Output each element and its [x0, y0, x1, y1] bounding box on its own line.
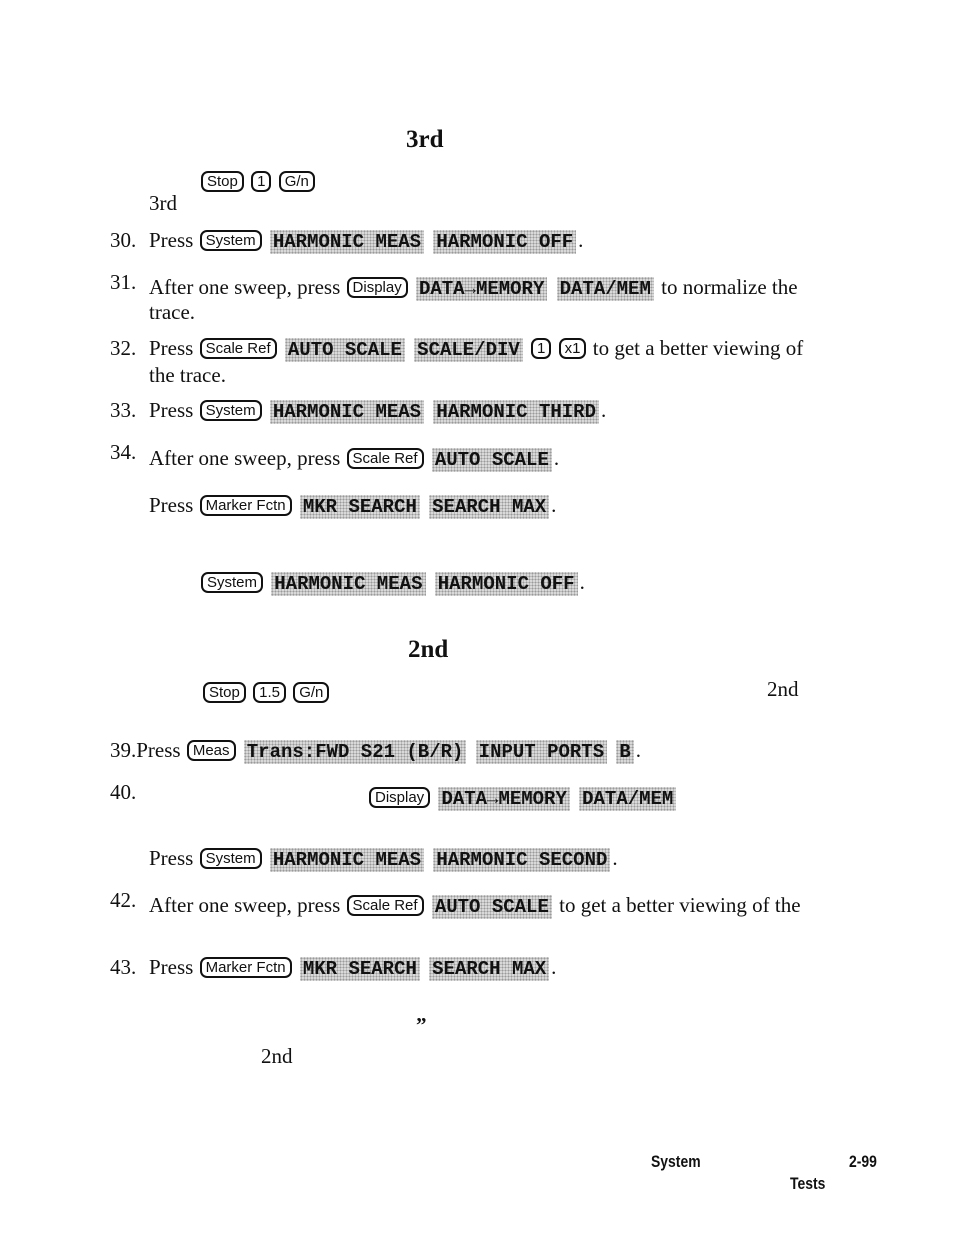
system-key[interactable]: System: [199, 848, 262, 869]
step-34-number: 34.: [110, 440, 137, 464]
system-key[interactable]: System: [199, 400, 262, 421]
data-div-mem-softkey[interactable]: DATA/MEM: [579, 787, 677, 811]
auto-scale-softkey[interactable]: AUTO SCALE: [284, 338, 405, 362]
step-31-lead: After one sweep, press: [149, 275, 341, 299]
step-31-number: 31.: [110, 270, 137, 294]
step-30: Press System HARMONIC MEAS HARMONIC OFF.: [149, 228, 583, 254]
one-key[interactable]: 1: [251, 171, 272, 192]
mkr-search-softkey[interactable]: MKR SEARCH: [299, 495, 420, 519]
step-32-number: 32.: [110, 336, 137, 360]
press-text: Press: [149, 955, 194, 979]
harmonic-meas-softkey[interactable]: HARMONIC MEAS: [271, 572, 426, 596]
data-div-mem-softkey[interactable]: DATA/MEM: [556, 277, 654, 301]
step-43: Press Marker Fctn MKR SEARCH SEARCH MAX.: [149, 955, 556, 981]
period: .: [553, 446, 560, 470]
step-32-line2: the trace.: [149, 363, 226, 387]
harmonic-meas-softkey[interactable]: HARMONIC MEAS: [269, 400, 425, 424]
step-34: After one sweep, press Scale Ref AUTO SC…: [149, 446, 559, 472]
step-37: System HARMONIC MEAS HARMONIC OFF.: [200, 570, 585, 596]
harmonic-meas-softkey[interactable]: HARMONIC MEAS: [269, 230, 425, 254]
period: .: [578, 228, 584, 252]
step-32: Press Scale Ref AUTO SCALE SCALE/DIV 1 x…: [149, 336, 803, 362]
stop-key[interactable]: Stop: [203, 682, 246, 703]
footer-section-label: System: [651, 1152, 701, 1171]
step-43-number: 43.: [110, 955, 137, 979]
step-38-tail: 2nd: [767, 677, 799, 701]
footer-subsection-label: Tests: [790, 1174, 826, 1193]
step-35: Press Marker Fctn MKR SEARCH SEARCH MAX.: [149, 493, 556, 519]
one-key[interactable]: 1: [531, 338, 552, 359]
step-42-tail: to get a better viewing of the: [559, 893, 801, 917]
step-42-number: 42.: [110, 888, 137, 912]
auto-scale-softkey[interactable]: AUTO SCALE: [431, 895, 552, 919]
step-40: Display DATA→MEMORY DATA/MEM: [368, 785, 678, 811]
input-ports-softkey[interactable]: INPUT PORTS: [475, 740, 608, 764]
period: .: [551, 955, 557, 979]
search-max-softkey[interactable]: SEARCH MAX: [429, 957, 550, 981]
section-heading-2nd: 2nd: [408, 636, 449, 663]
harmonic-meas-softkey[interactable]: HARMONIC MEAS: [269, 848, 425, 872]
x1-key[interactable]: x1: [558, 338, 587, 359]
press-text: Press: [149, 228, 194, 252]
harmonic-third-softkey[interactable]: HARMONIC THIRD: [433, 400, 599, 424]
step-42: After one sweep, press Scale Ref AUTO SC…: [149, 893, 801, 919]
step-31: After one sweep, press Display DATA→MEMO…: [149, 275, 798, 301]
meas-key[interactable]: Meas: [186, 740, 236, 761]
auto-scale-softkey[interactable]: AUTO SCALE: [431, 448, 552, 472]
trans-fwd-s21-softkey[interactable]: Trans:FWD S21 (B/R): [243, 740, 467, 764]
scale-ref-key[interactable]: Scale Ref: [199, 338, 277, 359]
step-33: Press System HARMONIC MEAS HARMONIC THIR…: [149, 398, 606, 424]
step-33-number: 33.: [110, 398, 137, 422]
step-38-keys: Stop 1.5 G/n: [202, 680, 330, 704]
step-44-tail: 2nd: [261, 1044, 293, 1068]
marker-fctn-key[interactable]: Marker Fctn: [199, 957, 292, 978]
step-39: 39.Press Meas Trans:FWD S21 (B/R) INPUT …: [110, 738, 641, 764]
marker-fctn-key[interactable]: Marker Fctn: [199, 495, 292, 516]
press-text: Press: [149, 846, 194, 870]
section-heading-3rd: 3rd: [406, 126, 444, 153]
mkr-search-softkey[interactable]: MKR SEARCH: [299, 957, 420, 981]
harmonic-off-softkey[interactable]: HARMONIC OFF: [434, 572, 578, 596]
harmonic-off-softkey[interactable]: HARMONIC OFF: [433, 230, 577, 254]
footer-page-number: 2-99: [849, 1152, 877, 1171]
data-to-memory-softkey[interactable]: DATA→MEMORY: [438, 787, 570, 811]
step-40-number: 40.: [110, 780, 137, 804]
step-31-line2: trace.: [149, 300, 196, 324]
b-softkey[interactable]: B: [616, 740, 634, 764]
press-text: Press: [149, 336, 194, 360]
system-key[interactable]: System: [199, 230, 262, 251]
step-31-tail: to normalize the: [661, 275, 798, 299]
press-text: Press: [149, 493, 194, 517]
harmonic-second-softkey[interactable]: HARMONIC SECOND: [433, 848, 611, 872]
period: .: [551, 493, 557, 517]
period: .: [579, 570, 585, 594]
step-39-number: 39.: [110, 738, 137, 762]
display-key[interactable]: Display: [346, 277, 408, 298]
g-n-key[interactable]: G/n: [278, 171, 315, 192]
scale-ref-key[interactable]: Scale Ref: [346, 895, 424, 916]
stop-key[interactable]: Stop: [201, 171, 244, 192]
scale-ref-key[interactable]: Scale Ref: [346, 448, 424, 469]
step-41: Press System HARMONIC MEAS HARMONIC SECO…: [149, 846, 618, 872]
period: .: [612, 846, 618, 870]
step-29-keys: Stop 1 G/n: [200, 169, 316, 193]
step-34-lead: After one sweep, press: [149, 446, 341, 470]
step-42-lead: After one sweep, press: [149, 893, 341, 917]
search-max-softkey[interactable]: SEARCH MAX: [429, 495, 550, 519]
one-point-five-key[interactable]: 1.5: [253, 682, 286, 703]
press-text: Press: [149, 398, 194, 422]
display-key[interactable]: Display: [369, 787, 431, 808]
closing-quote-mark: ”: [416, 1013, 427, 1037]
system-key[interactable]: System: [201, 572, 264, 593]
period: .: [635, 738, 641, 762]
step-32-tail: to get a better viewing of: [592, 336, 804, 360]
period: .: [600, 398, 607, 422]
press-text: Press: [136, 738, 181, 762]
g-n-key[interactable]: G/n: [293, 682, 330, 703]
scale-div-softkey[interactable]: SCALE/DIV: [414, 338, 523, 362]
step-30-number: 30.: [110, 228, 137, 252]
data-to-memory-softkey[interactable]: DATA→MEMORY: [415, 277, 548, 301]
step-29-tail: 3rd: [149, 191, 177, 215]
